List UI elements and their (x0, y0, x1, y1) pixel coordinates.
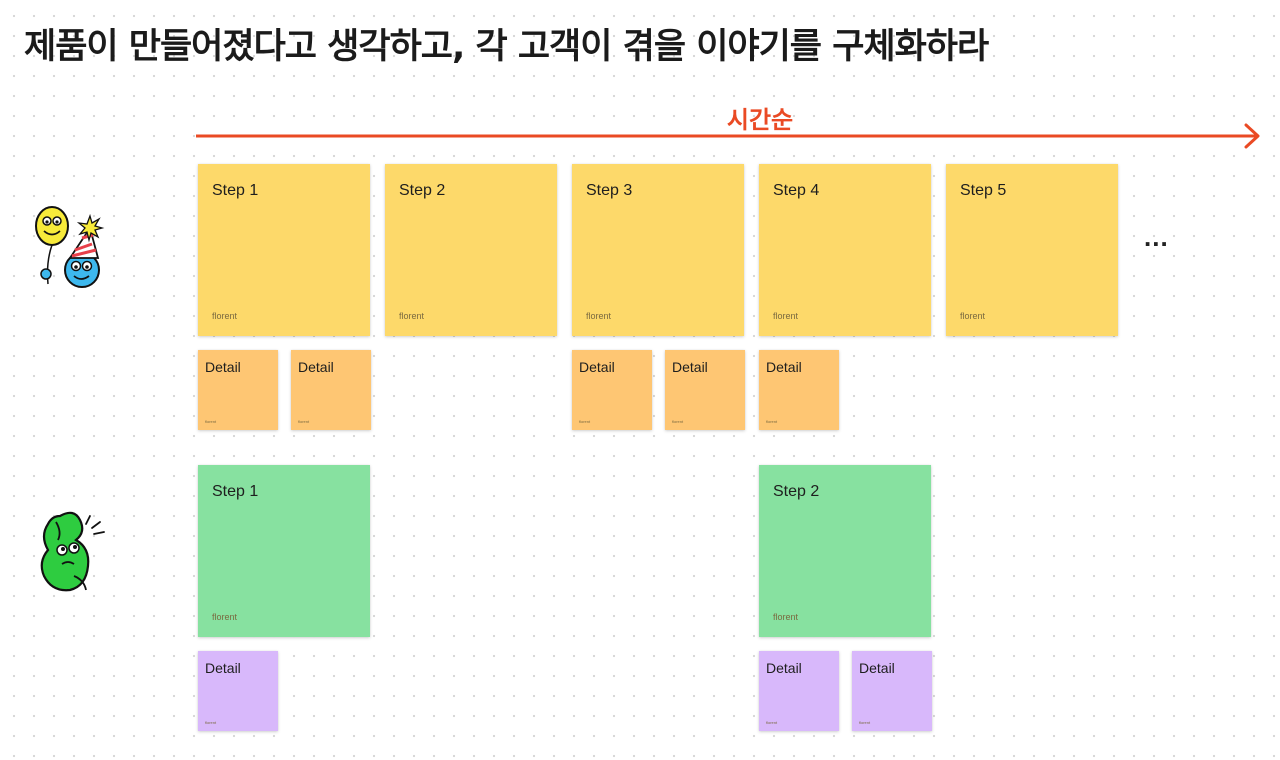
sticky-label: Detail (766, 359, 802, 375)
step-sticky[interactable]: Step 2 florent (385, 164, 557, 336)
sticky-label: Step 1 (212, 483, 259, 500)
detail-sticky[interactable]: Detail florent (759, 651, 839, 731)
step-sticky[interactable]: Step 1 florent (198, 465, 370, 637)
sticky-author: florent (859, 720, 871, 725)
sticky-label: Detail (205, 359, 241, 375)
sticky-author: florent (672, 419, 684, 424)
sticky-author: florent (579, 419, 591, 424)
sticky-author: florent (766, 720, 778, 725)
step-sticky[interactable]: Step 5 florent (946, 164, 1118, 336)
timeline-arrow (196, 123, 1260, 149)
sticky-author: florent (773, 311, 799, 321)
sticky-label: Step 2 (399, 182, 446, 199)
sticky-label: Step 1 (212, 182, 259, 199)
timeline-label: 시간순 (726, 106, 794, 134)
sticky-author: florent (586, 311, 612, 321)
sticky-label: Step 2 (773, 483, 820, 500)
ellipsis-more: ... (1144, 222, 1169, 252)
sticky-label: Detail (766, 660, 802, 676)
sticky-label: Detail (298, 359, 334, 375)
sticky-label: Step 5 (960, 182, 1007, 199)
detail-sticky[interactable]: Detail florent (198, 350, 278, 430)
sticky-label: Step 3 (586, 182, 633, 199)
step-sticky[interactable]: Step 2 florent (759, 465, 931, 637)
green-thinking-character-icon (40, 511, 105, 592)
sticky-label: Detail (859, 660, 895, 676)
detail-sticky[interactable]: Detail florent (852, 651, 932, 731)
sticky-author: florent (298, 419, 310, 424)
sticky-author: florent (960, 311, 986, 321)
sticky-author: florent (399, 311, 425, 321)
sticky-author: florent (212, 311, 238, 321)
sticky-author: florent (205, 720, 217, 725)
step-sticky[interactable]: Step 3 florent (572, 164, 744, 336)
step-sticky[interactable]: Step 1 florent (198, 164, 370, 336)
sticky-author: florent (205, 419, 217, 424)
balloon-party-character-icon (35, 206, 105, 288)
page-title: 제품이 만들어졌다고 생각하고, 각 고객이 겪을 이야기를 구체화하라 (24, 27, 989, 67)
sticky-label: Detail (579, 359, 615, 375)
detail-sticky[interactable]: Detail florent (198, 651, 278, 731)
sticky-label: Detail (672, 359, 708, 375)
detail-sticky[interactable]: Detail florent (665, 350, 745, 430)
sticky-author: florent (212, 612, 238, 622)
sticky-author: florent (773, 612, 799, 622)
sticky-author: florent (766, 419, 778, 424)
sticky-label: Detail (205, 660, 241, 676)
detail-sticky[interactable]: Detail florent (759, 350, 839, 430)
step-sticky[interactable]: Step 4 florent (759, 164, 931, 336)
detail-sticky[interactable]: Detail florent (572, 350, 652, 430)
sticky-label: Step 4 (773, 182, 820, 199)
detail-sticky[interactable]: Detail florent (291, 350, 371, 430)
